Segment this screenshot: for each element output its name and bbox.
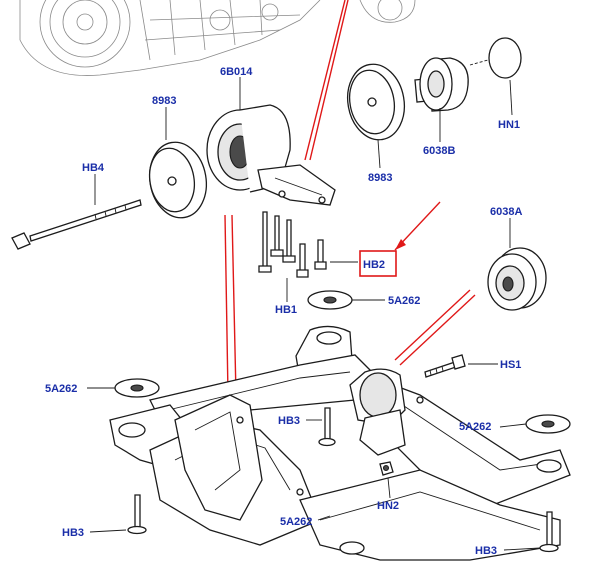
highlight-lines — [224, 0, 476, 396]
engine-block — [19, 0, 416, 76]
label-hb2: HB2 — [363, 259, 385, 271]
bolts-hb1 — [258, 211, 327, 278]
nut-hn2 — [379, 461, 394, 476]
nut-hn1 — [469, 37, 522, 79]
label-5a262-top: 5A262 — [388, 295, 420, 307]
label-5a262-bottom: 5A262 — [280, 516, 312, 528]
label-hb1: HB1 — [275, 304, 297, 316]
label-6b014: 6B014 — [220, 66, 253, 78]
bolt-hb3-left — [127, 494, 147, 535]
label-6038a: 6038A — [490, 206, 522, 218]
part-labels: HB4 8983 6B014 8983 6038B HN1 6038A HB2 … — [45, 66, 522, 557]
washer-8983-right — [346, 63, 406, 141]
washer-5a262-left — [114, 378, 160, 398]
mount-6038b — [414, 57, 469, 112]
mount-6b014 — [206, 104, 336, 206]
label-hb3-right: HB3 — [475, 545, 497, 557]
subframe — [109, 325, 571, 561]
label-8983-left: 8983 — [152, 95, 176, 107]
label-hn1: HN1 — [498, 119, 520, 131]
label-hb3-mid: HB3 — [278, 415, 300, 427]
label-8983-right: 8983 — [368, 172, 392, 184]
label-hs1: HS1 — [500, 359, 521, 371]
bolt-hb4 — [11, 199, 142, 250]
washer-5a262-top — [307, 290, 353, 310]
bolt-hb3-mid — [318, 407, 336, 447]
label-5a262-left: 5A262 — [45, 383, 77, 395]
highlight-arrow-head — [395, 239, 406, 250]
label-6038b: 6038B — [423, 145, 455, 157]
hb2-highlight-box — [359, 250, 397, 277]
label-hb4: HB4 — [82, 162, 105, 174]
label-hn2: HN2 — [377, 500, 399, 512]
washer-8983-left — [148, 141, 208, 219]
bushing-6038a — [487, 247, 547, 311]
label-5a262-right: 5A262 — [459, 421, 491, 433]
label-hb3-left: HB3 — [62, 527, 84, 539]
washer-5a262-right — [525, 414, 571, 434]
bolt-hs1 — [424, 354, 466, 378]
leader-lines — [87, 77, 541, 551]
